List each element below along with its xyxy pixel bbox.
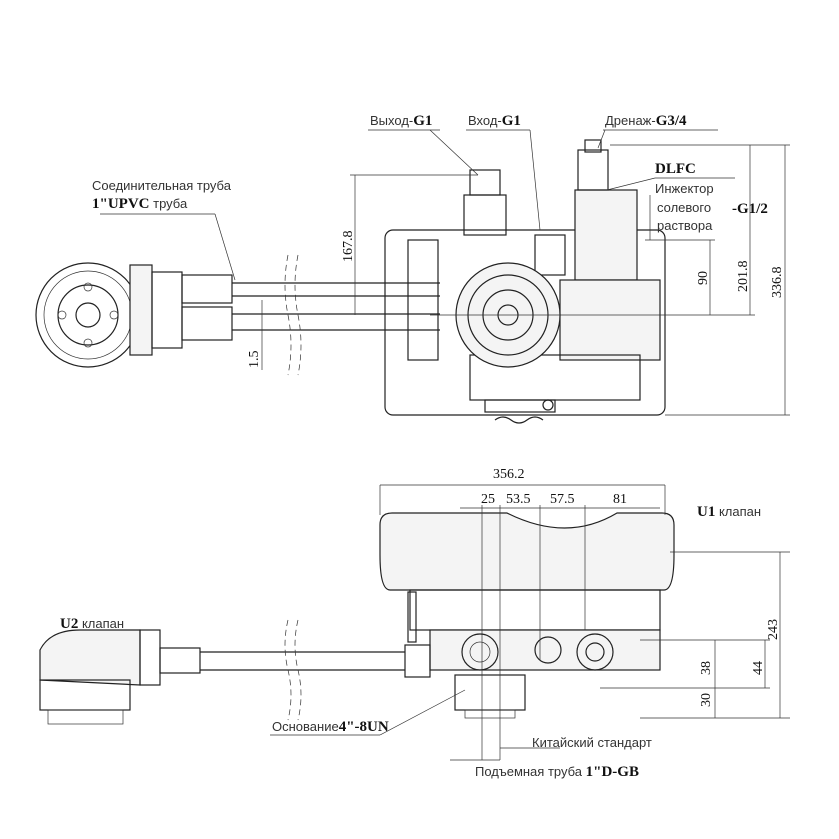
dlfc-label: DLFC (655, 161, 696, 177)
dim-167-8: 167.8 (341, 231, 356, 263)
upvc-pipe-label: 1"UPVC труба (92, 196, 188, 212)
u1-valve-side (379, 512, 675, 719)
dim-90: 90 (696, 271, 711, 285)
u1-valve-top (455, 139, 661, 424)
u2-valve-side (39, 619, 431, 725)
dim-30: 30 (699, 693, 714, 707)
injector-label-2: солевого (657, 200, 711, 215)
riser-pipe-label: Подъемная труба 1"D-GB (475, 764, 639, 780)
side-view: 356.2 25 53.5 57.5 81 U1 клапан U2 клапа… (39, 467, 790, 780)
dim-53-5: 53.5 (506, 492, 531, 507)
dim-356-2: 356.2 (493, 467, 525, 482)
injector-label-1: Инжектор (655, 181, 714, 196)
connecting-pipes (181, 254, 440, 376)
dim-38: 38 (699, 661, 714, 675)
mounting-plate (384, 229, 666, 416)
drain-label: Дренаж-G3/4 (605, 113, 687, 129)
injector-thread: -G1/2 (732, 201, 768, 217)
dim-243: 243 (766, 619, 781, 640)
dim-201-8: 201.8 (736, 261, 751, 293)
dim-44: 44 (751, 661, 766, 675)
dim-25: 25 (481, 492, 495, 507)
u2-valve-label: U2 клапан (60, 616, 124, 632)
base-label: Основание4"-8UN (272, 719, 389, 735)
u2-valve-top (35, 262, 183, 368)
top-view: Выход-G1 Вход-G1 Дренаж-G3/4 DLFC Инжект… (35, 113, 790, 424)
inlet-label: Вход-G1 (468, 113, 521, 129)
injector-label-3: раствора (657, 218, 713, 233)
dim-81: 81 (613, 492, 627, 507)
connecting-pipe-label: Соединительная труба (92, 178, 232, 193)
dim-1-5: 1.5 (247, 351, 262, 369)
dim-57-5: 57.5 (550, 492, 575, 507)
chinese-standard-label: Китайский стандарт (532, 735, 652, 750)
outlet-label: Выход-G1 (370, 113, 432, 129)
u1-valve-label: U1 клапан (697, 504, 761, 520)
dim-336-8: 336.8 (770, 267, 785, 299)
